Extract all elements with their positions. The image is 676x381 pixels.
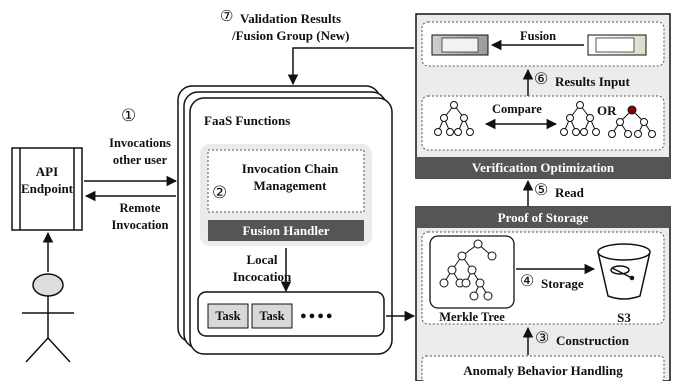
compare-box [421,95,665,151]
task-box-2 [251,303,293,329]
verification-optimization-label: Verification Optimization [471,160,615,175]
s3-label: S3 [617,310,631,325]
construction-label: Construction [556,333,629,348]
fusion-handler-label: Fusion Handler [242,223,330,238]
read-label: Read [555,185,584,200]
compare-label: Compare [492,102,542,116]
task-label-2: Task [259,309,285,323]
verification-optimization-bar [416,157,670,178]
tree-right-icon [608,105,656,138]
step-6-icon: ⑥ [534,71,549,88]
management-label: Management [253,178,327,193]
function-block-right [587,34,647,56]
step-4-icon: ④ [520,273,535,290]
incocation-label: Incocation [232,269,292,284]
step-5-icon: ⑤ [534,182,549,199]
validation-results-label: Validation Results [240,11,342,26]
faas-functions-title: FaaS Functions [204,113,291,128]
fusion-handler-bar [208,220,364,241]
endpoint-label: Endpoint [20,181,74,196]
results-input-label: Results Input [555,74,630,89]
other-user-label: other user [112,153,168,167]
invocations-label: Invocations [109,136,171,150]
step-7-icon: ⑦ [220,9,234,25]
proof-of-storage-label: Proof of Storage [497,210,589,225]
ellipsis-dots: ●●●● [300,310,335,322]
or-label: OR [597,103,617,118]
tree-middle-icon [560,101,600,136]
anomaly-box [421,355,665,381]
invocation-chain-box [207,149,365,213]
step-3-icon: ③ [535,330,550,347]
api-endpoint-box [11,147,83,231]
fusion-group-label: /Fusion Group (New) [232,28,350,43]
task-label-1: Task [215,309,241,323]
fusion-label: Fusion [520,29,557,43]
local-label: Local [246,252,278,267]
merkle-tree-label: Merkle Tree [439,310,505,324]
step-1-icon: ① [121,106,137,125]
storage-label: Storage [541,276,584,291]
anomaly-behavior-label: Anomaly Behavior Handling [463,363,623,378]
validation-results-arrow [287,47,414,86]
remote-label: Remote [119,201,161,215]
s3-bucket-icon [597,243,651,300]
step-2-icon: ② [212,183,228,202]
api-label: API [35,164,59,179]
tree-left-icon [434,101,474,136]
proof-of-storage-bar [416,207,670,228]
merkle-tree-icon [439,239,497,301]
invocation-label: Invocation [111,218,169,232]
task-box-1 [207,303,249,329]
invocation-chain-label: Invocation Chain [241,161,339,176]
function-block-left [431,34,489,56]
user-icon [22,273,74,363]
